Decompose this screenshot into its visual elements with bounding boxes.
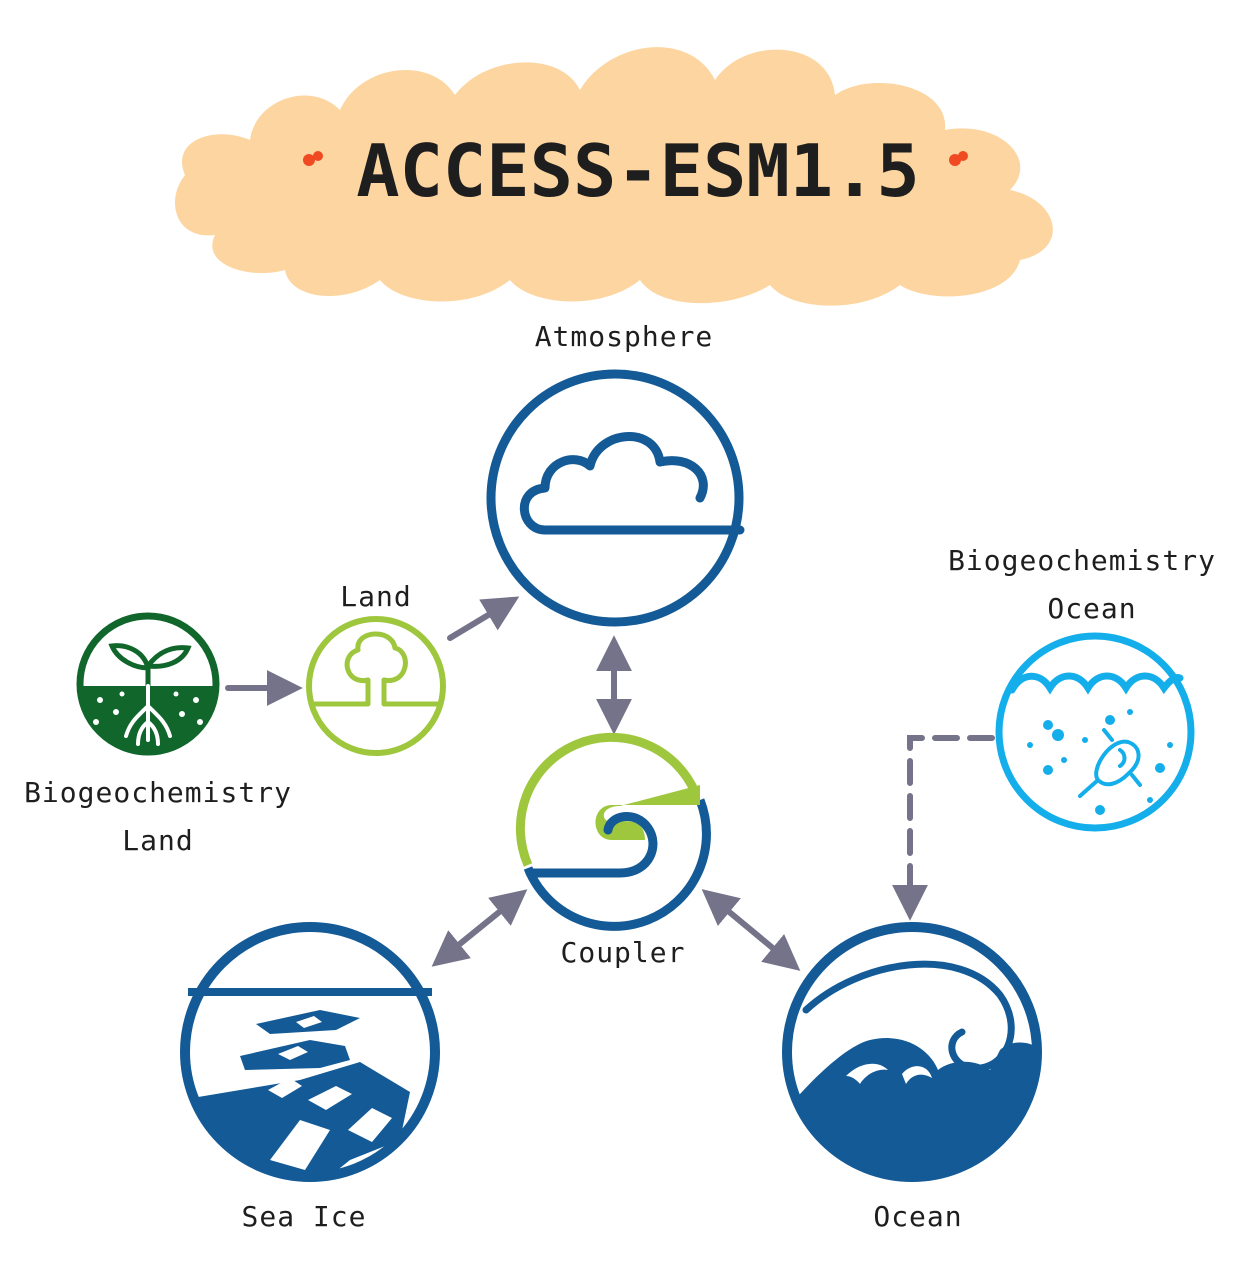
title-dot-right [949,154,961,166]
arrow-coupler-ocean [701,889,801,971]
title-dot-right-2 [958,151,968,161]
bgc-ocean-label-2: Ocean [1047,592,1136,625]
sea-ice-label: Sea Ice [241,1200,366,1233]
land-ring [306,616,446,756]
bgc-land-label-2: Land [122,824,193,857]
connections [225,596,995,971]
coupler-label: Coupler [560,936,685,969]
tree-icon [312,631,440,707]
land-node: Land [306,580,446,756]
atmosphere-node: Atmosphere [486,320,745,627]
bgc-land-label-1: Biogeochemistry [24,776,292,809]
roots-icon [124,684,172,746]
bgc-ocean-label-1: Biogeochemistry [948,544,1216,577]
sea-ice-node: Sea Ice [180,922,440,1233]
wave-icon [786,1038,1038,1178]
cloud-icon [519,432,745,535]
coupler-blue-arc [523,798,711,931]
arrow-coupler-sea-ice [431,889,528,967]
title-banner: ACCESS-ESM1.5 [175,47,1053,306]
ocean-label: Ocean [873,1200,962,1233]
sprout-icon [108,643,192,689]
atmosphere-ring [486,369,744,627]
soil-dots [93,691,203,725]
arrow-bgc-ocean-to-ocean [892,735,995,921]
bgc-ocean-ring [995,632,1195,832]
title-blob [175,47,1053,306]
wave-surface-icon [1008,672,1184,695]
ice-floes-icon [184,1010,410,1178]
coupler-swirl-green [595,785,700,840]
coupler-swirl-blue [525,812,658,878]
diagram-title: ACCESS-ESM1.5 [356,129,920,213]
bgc-land-node: Biogeochemistry Land [24,612,292,857]
atmosphere-label: Atmosphere [535,320,714,353]
land-label: Land [340,580,411,613]
bgc-ocean-node: Biogeochemistry Ocean [948,544,1216,832]
wave-curl-icon [802,960,1015,1072]
ocean-node: Ocean [782,922,1042,1233]
coupler-node: Coupler [515,732,711,969]
title-dot-left-2 [313,151,323,161]
plankton-dots [1027,709,1173,815]
title-dot-left [303,154,315,166]
microbe-icon [1078,728,1142,798]
coupler-green-arc [515,732,700,867]
arrow-land-to-atmosphere [447,596,520,641]
